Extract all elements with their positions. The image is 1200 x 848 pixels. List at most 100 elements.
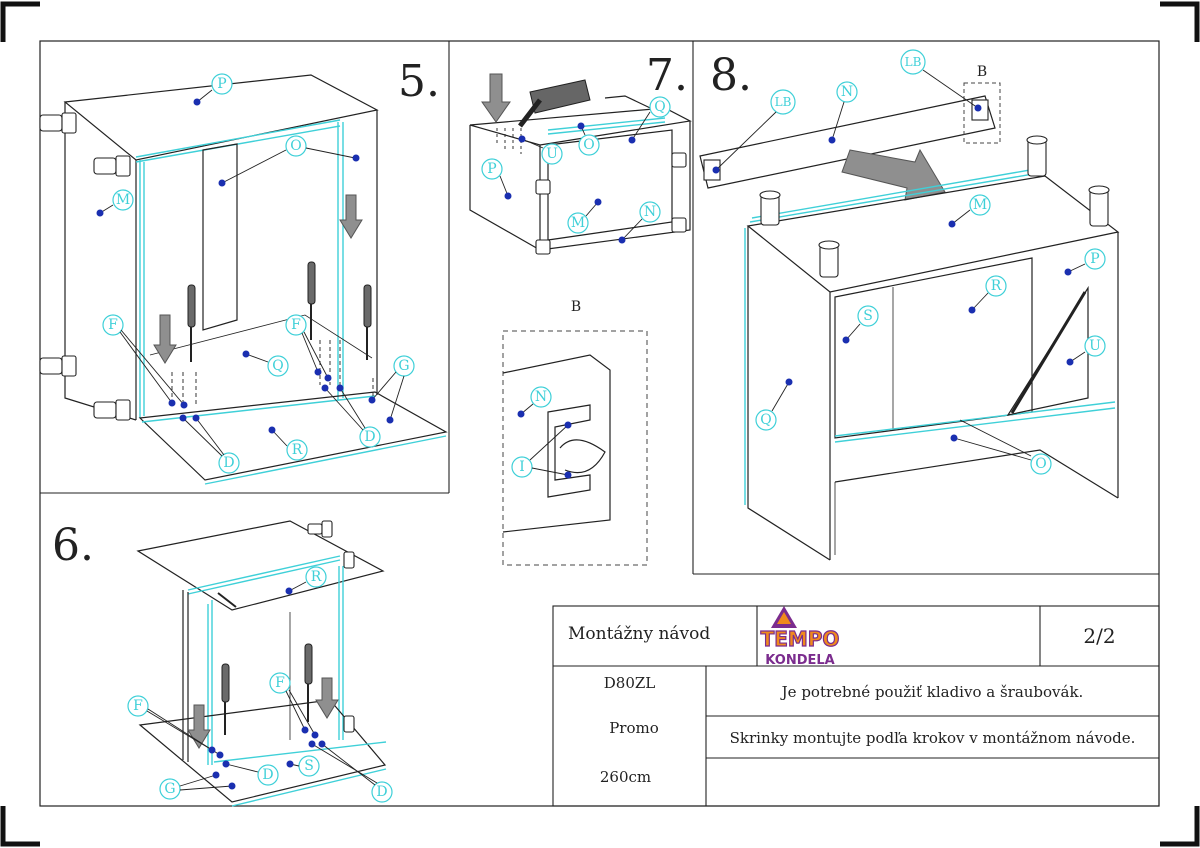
step-6-drawing xyxy=(136,520,387,807)
part-bubble-detail-n: N xyxy=(517,386,552,418)
part-bubble-step5-d2: D xyxy=(321,384,381,448)
part-label: U xyxy=(1089,338,1101,354)
detail-b-marker: B xyxy=(977,64,987,80)
part-bubble-step5-f1: F xyxy=(102,314,188,409)
detail-b-title: B xyxy=(571,299,581,315)
part-label: D xyxy=(262,767,273,783)
detail-b-box xyxy=(502,330,648,566)
part-label: F xyxy=(133,698,143,714)
part-label: R xyxy=(311,569,322,585)
part-label: M xyxy=(973,197,987,213)
part-bubble-step5-m: M xyxy=(96,189,134,217)
part-label: O xyxy=(1035,456,1046,472)
part-bubble-step7-o: O xyxy=(577,122,600,156)
part-label: U xyxy=(546,146,558,162)
part-label: G xyxy=(164,781,175,797)
part-bubble-step8-s: S xyxy=(842,305,879,344)
part-label: M xyxy=(571,215,585,231)
part-label: F xyxy=(275,675,285,691)
product-size: 260cm xyxy=(599,768,652,786)
part-label: Q xyxy=(272,358,283,374)
step-number-6: 6. xyxy=(52,520,94,571)
note-steps: Skrinky montujte podľa krokov v montážno… xyxy=(729,729,1136,747)
part-bubble-step6-g: G xyxy=(159,771,236,800)
svg-text:TEMPO: TEMPO xyxy=(761,627,840,651)
doc-title: Montážny návod xyxy=(568,624,711,644)
part-label: P xyxy=(1090,251,1099,267)
part-label: O xyxy=(583,137,594,153)
part-bubble-step8-o: O xyxy=(950,419,1052,475)
part-bubble-step8-lb1: LB xyxy=(712,89,796,174)
part-label: R xyxy=(991,278,1002,294)
step-7-drawing xyxy=(469,73,692,255)
part-label: I xyxy=(519,459,525,475)
part-bubble-step8-q: Q xyxy=(755,378,793,431)
part-labels: P O M Q F F G D D R R F F G D S D Q U O … xyxy=(96,49,1106,803)
part-bubble-step8-n: N xyxy=(828,81,858,144)
part-bubble-step7-n: N xyxy=(618,201,661,244)
part-label: R xyxy=(292,442,303,458)
tempo-kondela-logo: TEMPO KONDELA xyxy=(760,606,840,668)
page-number: 2/2 xyxy=(1083,624,1116,648)
part-bubble-step7-p: P xyxy=(481,158,512,200)
part-bubble-step8-lb2: LB xyxy=(900,49,982,112)
svg-text:KONDELA: KONDELA xyxy=(765,653,834,668)
part-label: G xyxy=(398,358,409,374)
part-label: S xyxy=(863,308,873,324)
part-label: N xyxy=(841,84,853,100)
part-label: LB xyxy=(775,95,792,109)
part-bubble-step7-q: Q xyxy=(628,96,671,144)
part-bubble-step6-d1: D xyxy=(222,760,279,786)
part-bubble-step5-r: R xyxy=(268,426,308,461)
step-8-drawing xyxy=(699,82,1120,561)
part-label: D xyxy=(223,455,234,471)
part-bubble-step5-q: Q xyxy=(242,350,289,377)
part-label: O xyxy=(290,138,301,154)
part-label: F xyxy=(291,317,301,333)
part-bubble-step5-p: P xyxy=(193,73,233,106)
part-bubble-step6-f2: F xyxy=(269,672,319,739)
title-block-grid xyxy=(552,605,1160,807)
product-code: D80ZL xyxy=(603,674,656,692)
part-label: F xyxy=(108,317,118,333)
part-bubble-step8-p: P xyxy=(1064,248,1106,276)
hammer-icon xyxy=(518,79,591,128)
part-bubble-step6-d2: D xyxy=(308,740,393,803)
part-bubble-step5-o: O xyxy=(218,135,360,187)
part-bubble-step6-s: S xyxy=(286,755,320,777)
legs-step8 xyxy=(759,135,1110,278)
part-label: P xyxy=(487,161,496,177)
part-label: S xyxy=(304,758,314,774)
part-bubble-step6-f1: F xyxy=(127,695,224,759)
part-bubble-step8-u: U xyxy=(1066,335,1106,366)
part-label: M xyxy=(116,192,130,208)
part-bubble-step8-m: M xyxy=(948,194,991,228)
step-number-8: 8. xyxy=(710,50,752,101)
part-bubble-step6-r: R xyxy=(285,566,327,595)
product-line: Promo xyxy=(609,719,659,737)
part-label: Q xyxy=(760,412,771,428)
part-bubble-step5-f2: F xyxy=(285,314,332,382)
part-label: D xyxy=(364,429,375,445)
screwdrivers-step5 xyxy=(187,261,372,362)
part-label: Q xyxy=(654,99,665,115)
note-tools: Je potrebné použiť kladivo a šraubovák. xyxy=(781,683,1084,701)
part-label: D xyxy=(376,784,387,800)
part-bubble-step5-g: G xyxy=(368,355,415,424)
legs-step5 xyxy=(39,112,131,421)
part-bubble-step7-m: M xyxy=(567,198,602,234)
part-label: N xyxy=(535,389,547,405)
part-bubble-step5-d1: D xyxy=(179,414,240,474)
part-label: LB xyxy=(905,55,922,69)
panel-dividers xyxy=(40,41,1159,575)
part-bubble-step8-r: R xyxy=(968,275,1007,314)
step-5-drawing xyxy=(39,74,448,485)
part-label: N xyxy=(644,204,656,220)
step-number-5: 5. xyxy=(398,56,440,107)
part-label: P xyxy=(217,76,226,92)
part-bubble-step7-u: U xyxy=(518,135,563,165)
step-number-7: 7. xyxy=(646,50,688,101)
part-bubble-detail-i: I xyxy=(511,421,572,479)
